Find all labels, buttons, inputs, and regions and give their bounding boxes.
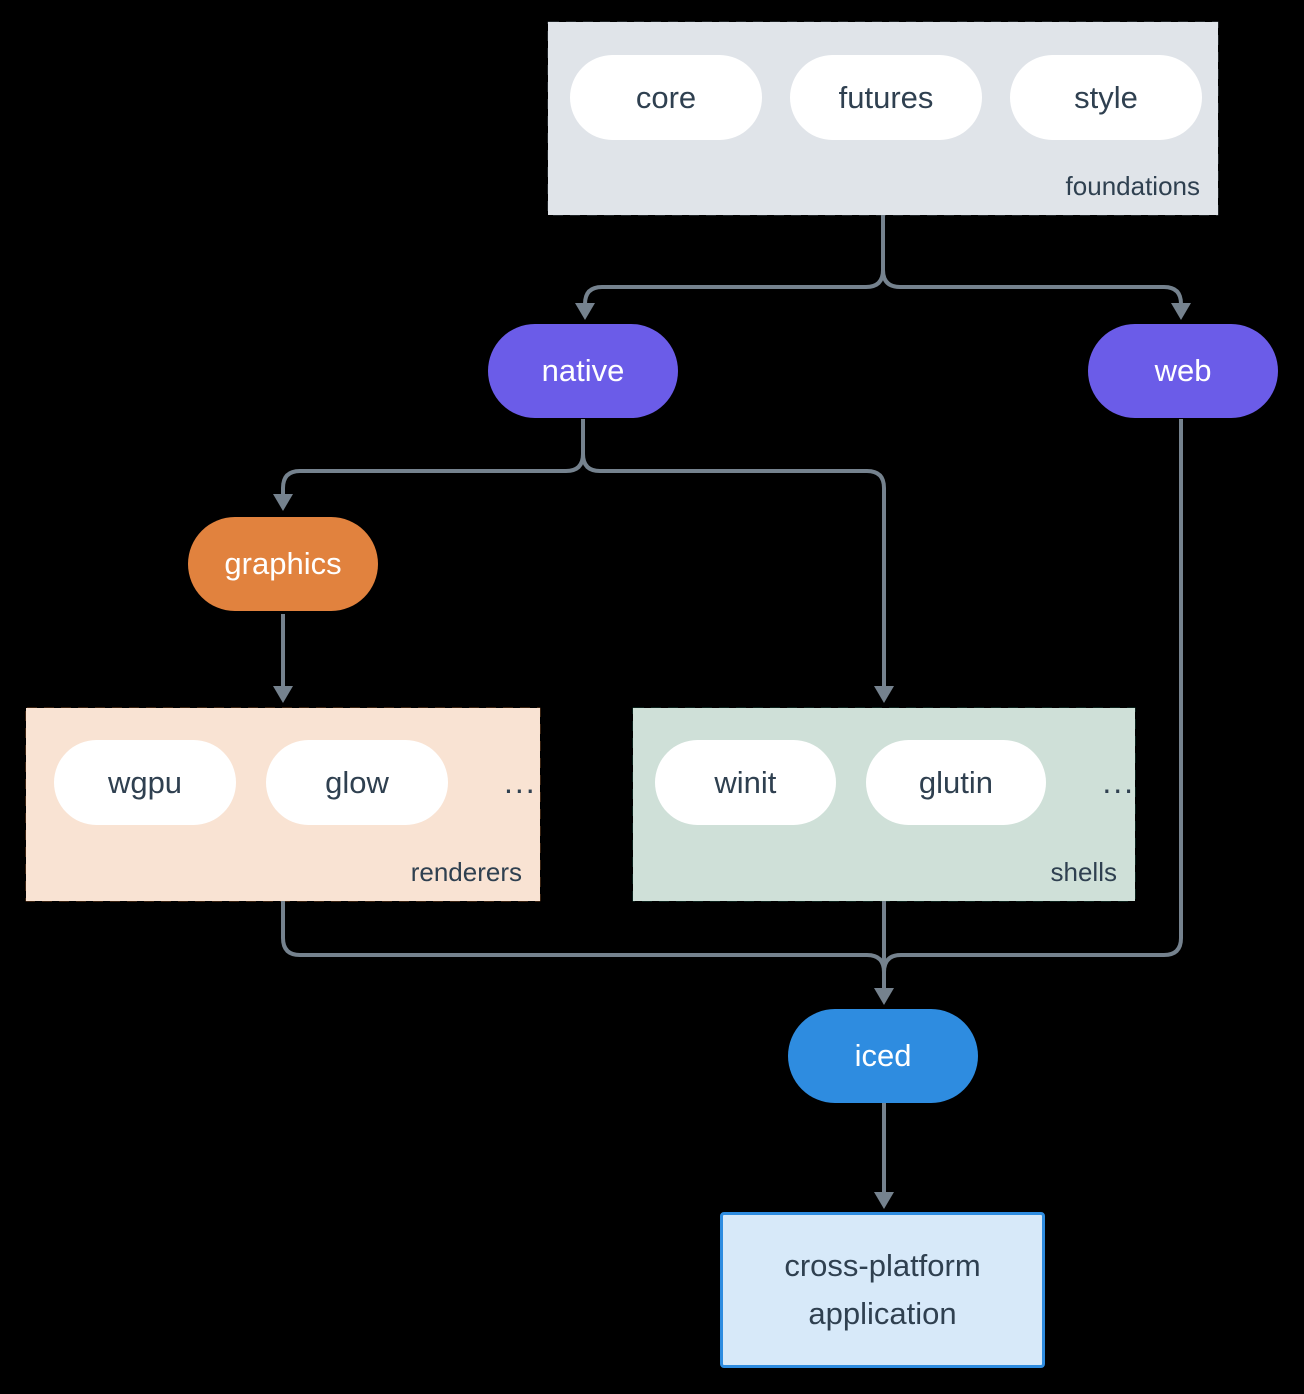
shells-ellipsis: ...	[1102, 764, 1135, 800]
shells-pills-row: winit glutin ...	[633, 708, 1135, 825]
application-box: cross-platform application	[720, 1212, 1045, 1368]
edge-native-to-shells	[581, 419, 894, 703]
renderers-ellipsis: ...	[504, 764, 537, 800]
application-label-line2: application	[808, 1296, 957, 1331]
node-native: native	[488, 324, 678, 418]
group-shells: winit glutin ... shells	[633, 708, 1135, 901]
edge-native-to-graphics	[273, 419, 585, 511]
pill-futures: futures	[790, 55, 982, 140]
node-iced: iced	[788, 1009, 978, 1103]
foundations-pills-row: core futures style	[548, 22, 1218, 140]
edge-renderers-to-merge	[281, 901, 886, 973]
pill-winit: winit	[655, 740, 836, 825]
pill-glow: glow	[266, 740, 448, 825]
pill-glutin: glutin	[865, 740, 1047, 825]
renderers-pills-row: wgpu glow ...	[26, 708, 540, 825]
pill-core: core	[570, 55, 762, 140]
edge-foundations-to-web	[881, 215, 1191, 320]
node-graphics: graphics	[188, 517, 378, 611]
node-web: web	[1088, 324, 1278, 418]
pill-style: style	[1010, 55, 1202, 140]
group-renderers-label: renderers	[410, 857, 522, 887]
group-renderers: wgpu glow ... renderers	[26, 708, 540, 901]
pill-wgpu: wgpu	[54, 740, 236, 825]
application-label-line1: cross-platform	[784, 1248, 981, 1283]
group-shells-label: shells	[1050, 857, 1117, 887]
edge-foundations-to-native	[575, 215, 885, 320]
group-foundations-label: foundations	[1065, 171, 1200, 201]
group-foundations: core futures style foundations	[548, 22, 1218, 215]
